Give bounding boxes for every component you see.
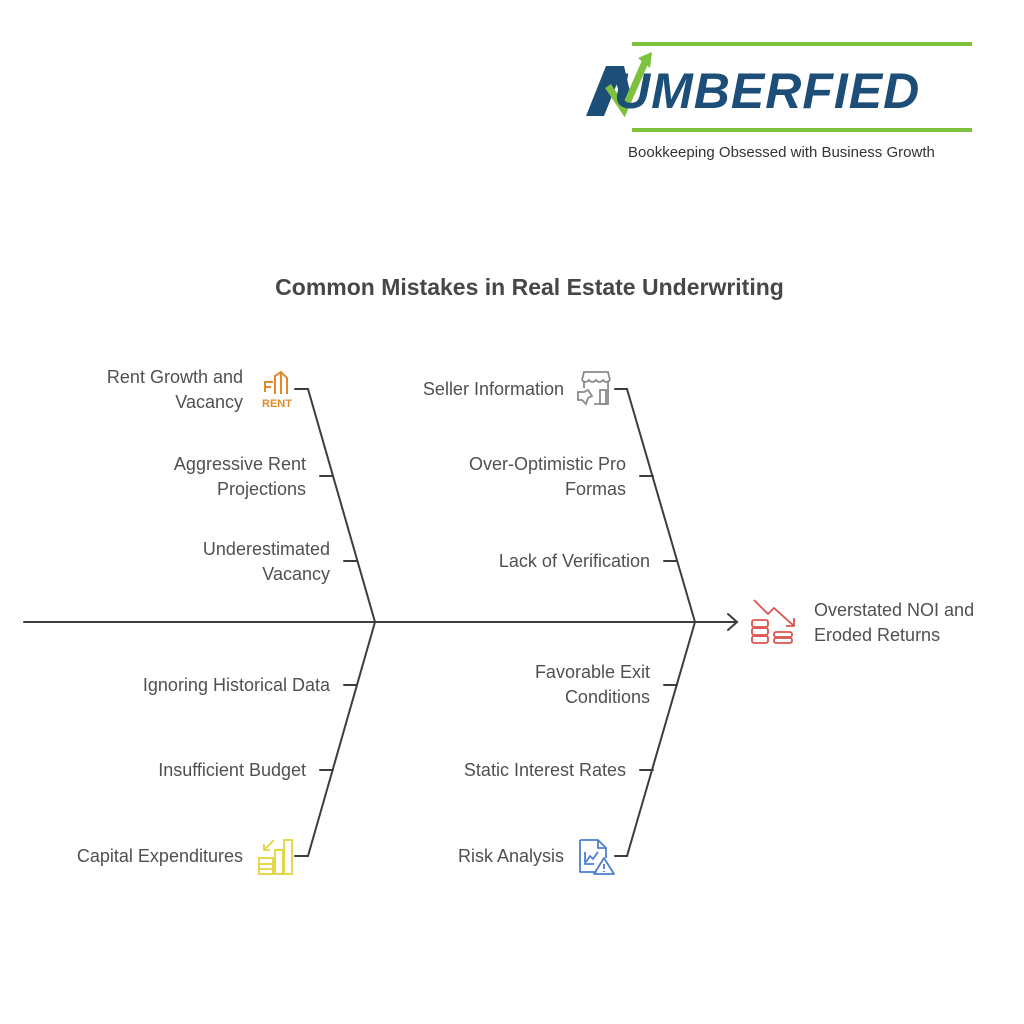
rent-building-icon: RENT xyxy=(262,370,292,410)
bone-top-right xyxy=(614,388,696,623)
cause-ignoring-historical-data: Ignoring Historical Data xyxy=(142,675,330,695)
logo-bottom-bar xyxy=(632,128,972,132)
logo-tagline: Bookkeeping Obsessed with Business Growt… xyxy=(628,144,935,161)
cause-underestimated-vacancy: Underestimated Vacancy xyxy=(202,539,330,584)
logo-n-arrow-icon xyxy=(586,52,652,118)
category-rent-growth-label: Rent Growth and Vacancy xyxy=(106,367,243,412)
cause-favorable-exit-conditions: Favorable Exit Conditions xyxy=(534,662,650,707)
document-chart-warning-icon xyxy=(579,839,615,875)
storefront-thumbs-down-icon xyxy=(577,371,611,406)
effect-label: Overstated NOI and Eroded Returns xyxy=(814,600,975,645)
category-capex-label: Capital Expenditures xyxy=(76,846,243,866)
spine-arrowhead xyxy=(727,613,739,631)
svg-text:RENT: RENT xyxy=(262,398,292,410)
cause-static-interest-rates: Static Interest Rates xyxy=(463,760,626,780)
logo-top-bar xyxy=(632,42,972,46)
cause-insufficient-budget: Insufficient Budget xyxy=(158,760,306,780)
declining-coins-icon xyxy=(751,599,795,644)
cause-aggressive-rent: Aggressive Rent Projections xyxy=(173,454,306,499)
cause-over-optimistic-pro-formas: Over-Optimistic Pro Formas xyxy=(468,454,626,499)
category-risk-analysis-label: Risk Analysis xyxy=(457,846,564,866)
bar-chart-coins-icon xyxy=(258,839,293,875)
bone-top-left xyxy=(294,388,376,623)
category-seller-info-label: Seller Information xyxy=(422,379,564,399)
logo-wordmark: UMBERFIED xyxy=(614,63,921,119)
diagram-title: Common Mistakes in Real Estate Underwrit… xyxy=(275,274,784,300)
cause-lack-of-verification: Lack of Verification xyxy=(498,551,650,571)
bone-bottom-right xyxy=(614,621,696,857)
bone-bottom-left xyxy=(294,621,376,857)
